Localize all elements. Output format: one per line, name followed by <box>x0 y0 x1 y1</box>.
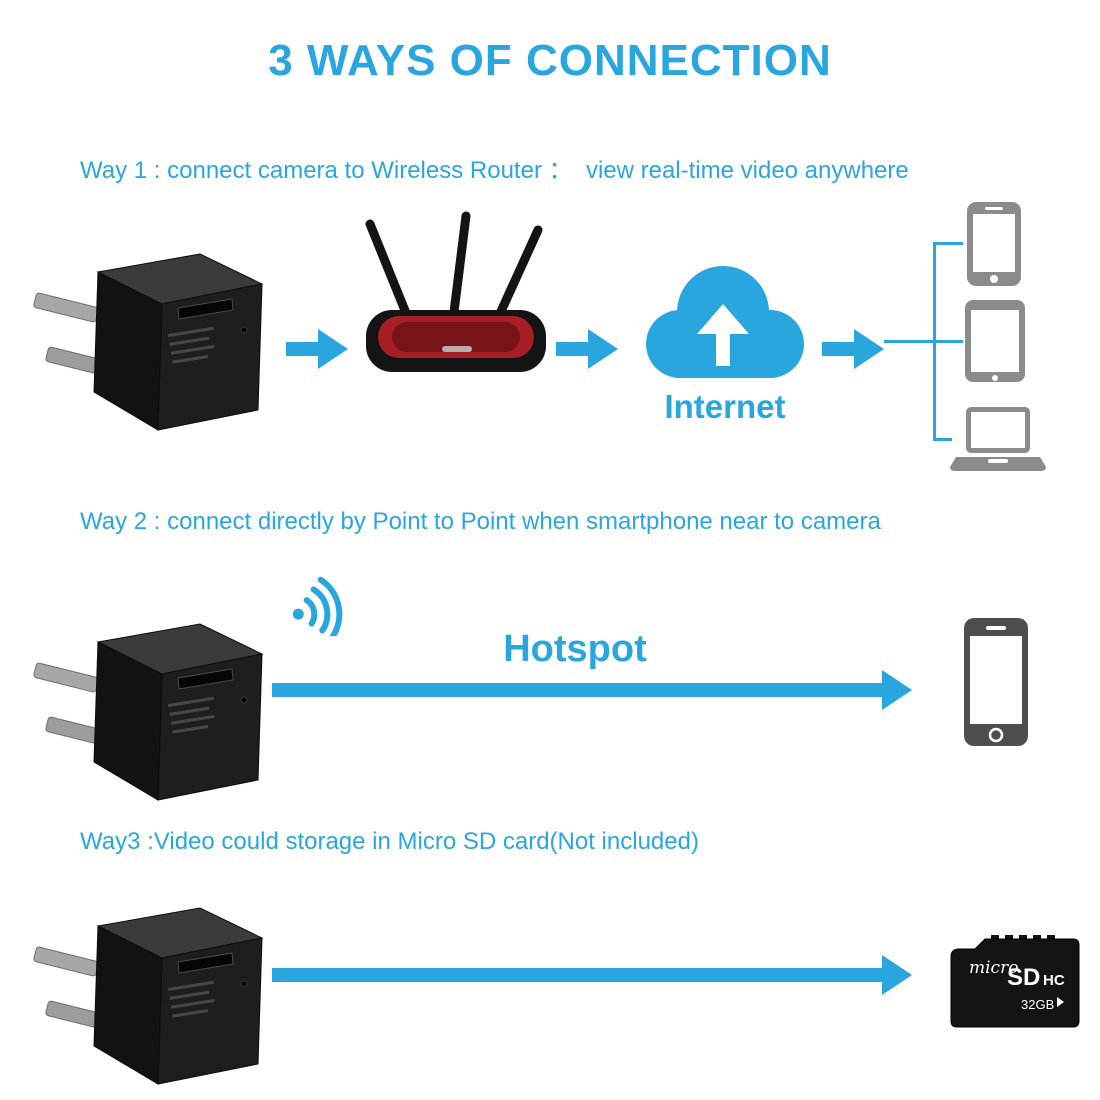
way1-heading: Way 1 : connect camera to Wireless Route… <box>80 157 909 184</box>
right-arrow <box>556 329 618 369</box>
connector-line <box>933 242 963 245</box>
connector-line <box>933 242 936 441</box>
wireless-router-icon <box>365 211 546 372</box>
sd-brand-text: micro <box>969 958 1018 978</box>
right-arrow <box>822 329 884 369</box>
right-arrow <box>286 329 348 369</box>
connector-line <box>933 438 952 441</box>
connector-line <box>884 340 963 343</box>
internet-cloud-icon <box>646 266 804 378</box>
usb-camera-charger-icon <box>33 907 264 1085</box>
smartphone-icon-large <box>964 618 1028 746</box>
plug-prongs-icon <box>33 292 111 377</box>
micro-sd-card-icon: micro SD HC 32GB <box>950 935 1080 1028</box>
usb-camera-charger-icon <box>33 623 264 801</box>
way2-heading: Way 2 : connect directly by Point to Poi… <box>80 508 881 535</box>
wifi-signal-icon <box>292 576 343 636</box>
laptop-icon <box>950 407 1046 471</box>
page-title: 3 WAYS OF CONNECTION <box>268 36 832 85</box>
way3-heading: Way3 :Video could storage in Micro SD ca… <box>80 828 699 855</box>
right-arrow-long <box>272 955 912 995</box>
sd-logo-suffix-text: HC <box>1043 972 1065 989</box>
pinhole-camera-icon <box>240 326 248 334</box>
right-arrow-long <box>272 670 912 710</box>
sd-logo-text: SD <box>1007 964 1040 991</box>
hotspot-label: Hotspot <box>503 628 647 670</box>
smartphone-icon <box>967 202 1021 286</box>
tablet-icon <box>965 300 1025 382</box>
internet-label: Internet <box>664 388 786 425</box>
sd-capacity-arrow-icon <box>1057 997 1064 1007</box>
upload-arrow-icon <box>697 304 749 366</box>
sd-capacity-text: 32GB <box>1021 997 1054 1012</box>
usb-camera-charger-icon <box>33 253 264 431</box>
usb-port-icon <box>177 298 234 320</box>
